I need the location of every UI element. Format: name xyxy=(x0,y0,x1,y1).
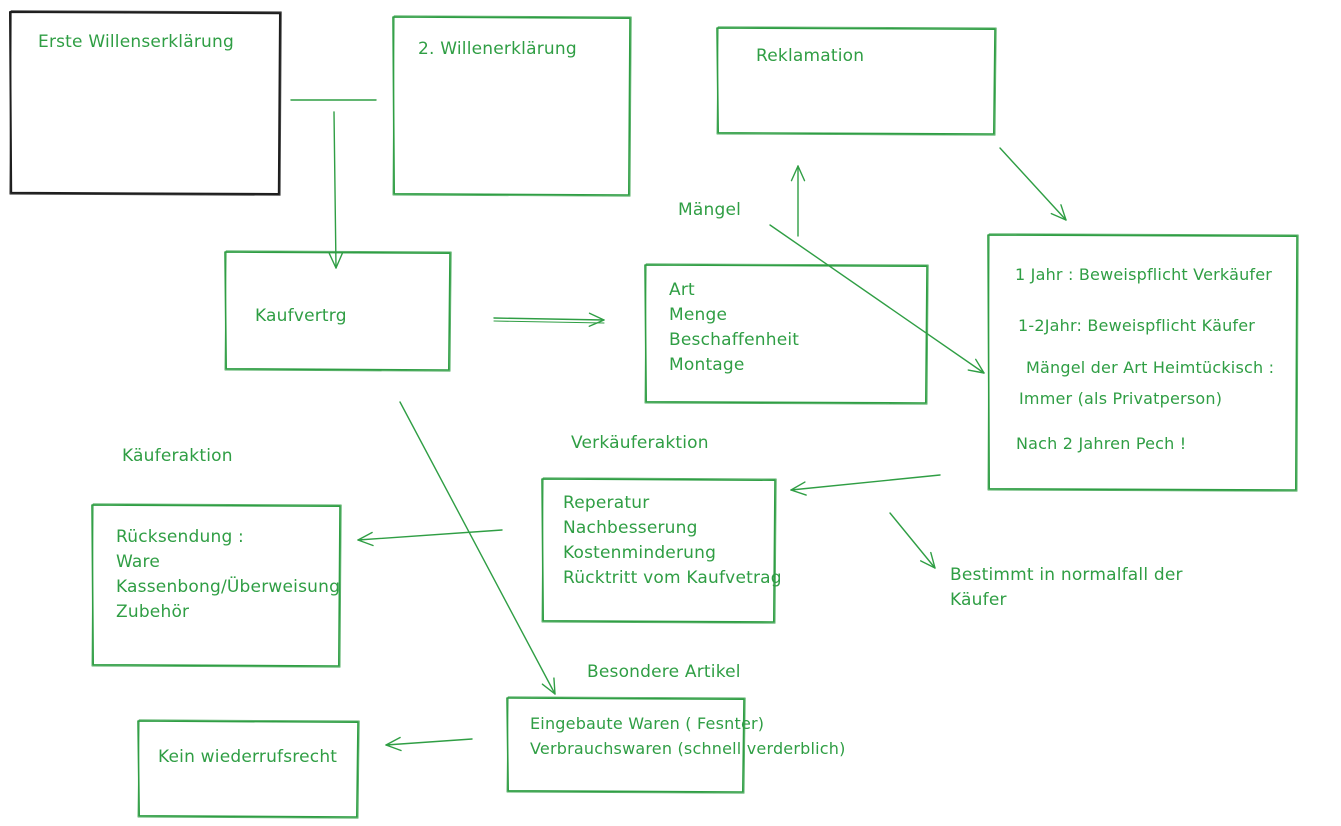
list-item: Montage xyxy=(669,355,745,375)
maengel-arten-list: Art Menge Beschaffenheit Montage xyxy=(669,278,799,378)
bestimmt-label: Bestimmt in normalfall der Käufer xyxy=(950,563,1183,613)
list-item: Zubehör xyxy=(116,602,190,622)
list-item: Reperatur xyxy=(563,493,650,513)
kein-widerruf-text: Kein wiederrufsrecht xyxy=(158,747,338,767)
ruecksendung-box xyxy=(91,503,342,668)
kaufvertrag-box xyxy=(224,250,452,372)
list-item: Ware xyxy=(116,552,161,572)
reklamation-box xyxy=(716,26,997,136)
kaufvertrag-text: Kaufvertrg xyxy=(255,306,347,326)
arrow-kaufvertrag-to-besondere-artikel xyxy=(399,401,556,695)
beweispflicht-box xyxy=(987,233,1299,492)
besondere-artikel-list: Eingebaute Waren ( Fesnter) Verbrauchswa… xyxy=(530,711,846,761)
beweispflicht-text-4: Immer (als Privatperson) xyxy=(1019,389,1223,408)
verkaeuferaktion-optionen-list: Reperatur Nachbesserung Kostenminderung … xyxy=(563,491,782,591)
list-item: Kassenbong/Überweisung xyxy=(116,577,341,597)
besondere-artikel-label: Besondere Artikel xyxy=(587,662,741,682)
ruecksendung-list: Rücksendung : Ware Kassenbong/Überweisun… xyxy=(116,525,340,625)
arrow-maengel-to-reklamation xyxy=(790,165,806,237)
bestimmt-line: Bestimmt in normalfall der xyxy=(950,565,1183,585)
arrow-reklamation-to-beweispflicht xyxy=(999,147,1067,221)
list-item: Beschaffenheit xyxy=(669,330,800,350)
arrow-maengel-to-beweispflicht xyxy=(769,224,985,374)
beweispflicht-text-2: 1-2Jahr: Beweispflicht Käufer xyxy=(1018,316,1256,335)
kein-widerruf-box xyxy=(137,719,360,819)
list-item: Nachbesserung xyxy=(563,518,698,538)
maengel-arten-box xyxy=(644,263,929,405)
box-layer xyxy=(9,10,1299,819)
erste-willenserklaerung-box xyxy=(9,10,282,196)
list-item: Kostenminderung xyxy=(563,543,717,563)
reklamation-text: Reklamation xyxy=(756,46,865,66)
verkaeuferaktion-label: Verkäuferaktion xyxy=(571,433,709,453)
list-item: Verbrauchswaren (schnell verderblich) xyxy=(530,739,846,758)
erste-willenserklaerung-text: Erste Willenserklärung xyxy=(38,32,234,52)
arrow-verkaeuferaktion-to-ruecksendung xyxy=(357,529,503,547)
besondere-artikel-box xyxy=(506,696,746,794)
beweispflicht-text-1: 1 Jahr : Beweispflicht Verkäufer xyxy=(1015,265,1273,284)
zweite-willenserklaerung-box xyxy=(392,15,632,197)
beweispflicht-text-5: Nach 2 Jahren Pech ! xyxy=(1016,434,1187,453)
connector-layer xyxy=(290,99,1067,752)
arrow-to-bestimmt xyxy=(889,512,936,569)
maengel-label: Mängel xyxy=(678,200,742,220)
verkaeuferaktion-box xyxy=(541,477,777,624)
zweite-willenserklaerung-text: 2. Willenerklärung xyxy=(418,39,577,59)
list-item: Rücksendung : xyxy=(116,527,244,547)
list-item: Art xyxy=(669,280,695,300)
arrow-kaufvertrag-to-maengel xyxy=(493,312,605,327)
list-item: Menge xyxy=(669,305,728,325)
beweispflicht-text-3: Mängel der Art Heimtückisch : xyxy=(1026,358,1275,377)
arrow-besondere-artikel-to-kein-widerruf xyxy=(385,736,473,752)
list-item: Rücktritt vom Kaufvetrag xyxy=(563,568,782,588)
bestimmt-line: Käufer xyxy=(950,590,1007,610)
arrow-beweispflicht-to-verkaeuferaktion xyxy=(790,474,941,496)
list-item: Eingebaute Waren ( Fesnter) xyxy=(530,714,765,733)
arrow-to-kaufvertrag xyxy=(328,111,344,269)
kaeuferaktion-label: Käuferaktion xyxy=(122,446,233,466)
